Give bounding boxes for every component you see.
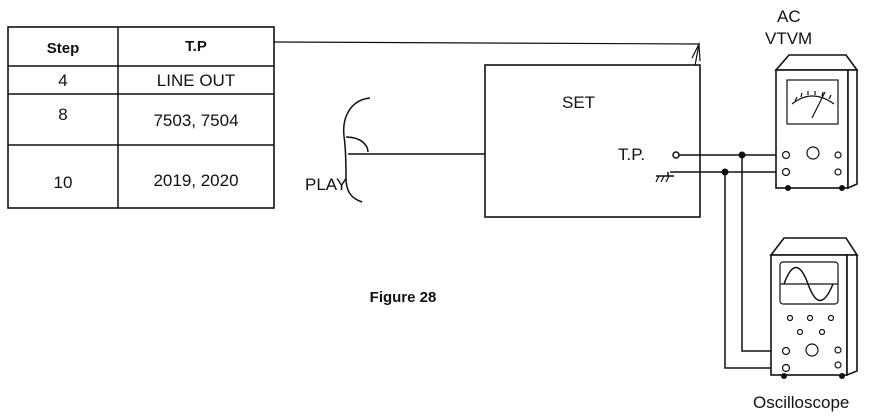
table-cell-step: 4	[58, 71, 67, 90]
test-point-label: T.P.	[618, 145, 645, 164]
test-point-table: Step T.P 4 LINE OUT 8 7503, 7504 10 2019…	[7, 26, 275, 209]
vtvm-meter-icon	[774, 54, 859, 191]
figure-caption: Figure 28	[370, 289, 437, 306]
playback-head-icon	[342, 97, 371, 203]
table-cell-tp: LINE OUT	[157, 71, 235, 90]
set-label: SET	[562, 93, 595, 112]
table-header-tp: T.P	[185, 38, 207, 55]
play-label: PLAY	[305, 175, 347, 194]
ground-icon	[655, 172, 674, 183]
table-border	[7, 26, 275, 209]
table-cell-step: 10	[54, 173, 73, 192]
oscilloscope-icon	[769, 237, 859, 379]
table-cell-step: 8	[58, 105, 67, 124]
leader-arrow-icon	[691, 41, 701, 62]
scope-signal-wire	[741, 155, 778, 352]
vtvm-label-line2: VTVM	[765, 29, 812, 48]
table-header-step: Step	[47, 40, 80, 57]
scope-ground-wire	[724, 172, 778, 369]
table-cell-tp: 7503, 7504	[153, 111, 238, 130]
set-unit-box	[484, 64, 701, 218]
oscilloscope-label: Oscilloscope	[753, 393, 849, 412]
table-cell-tp: 2019, 2020	[153, 171, 238, 190]
vtvm-label-line1: AC	[777, 7, 801, 26]
